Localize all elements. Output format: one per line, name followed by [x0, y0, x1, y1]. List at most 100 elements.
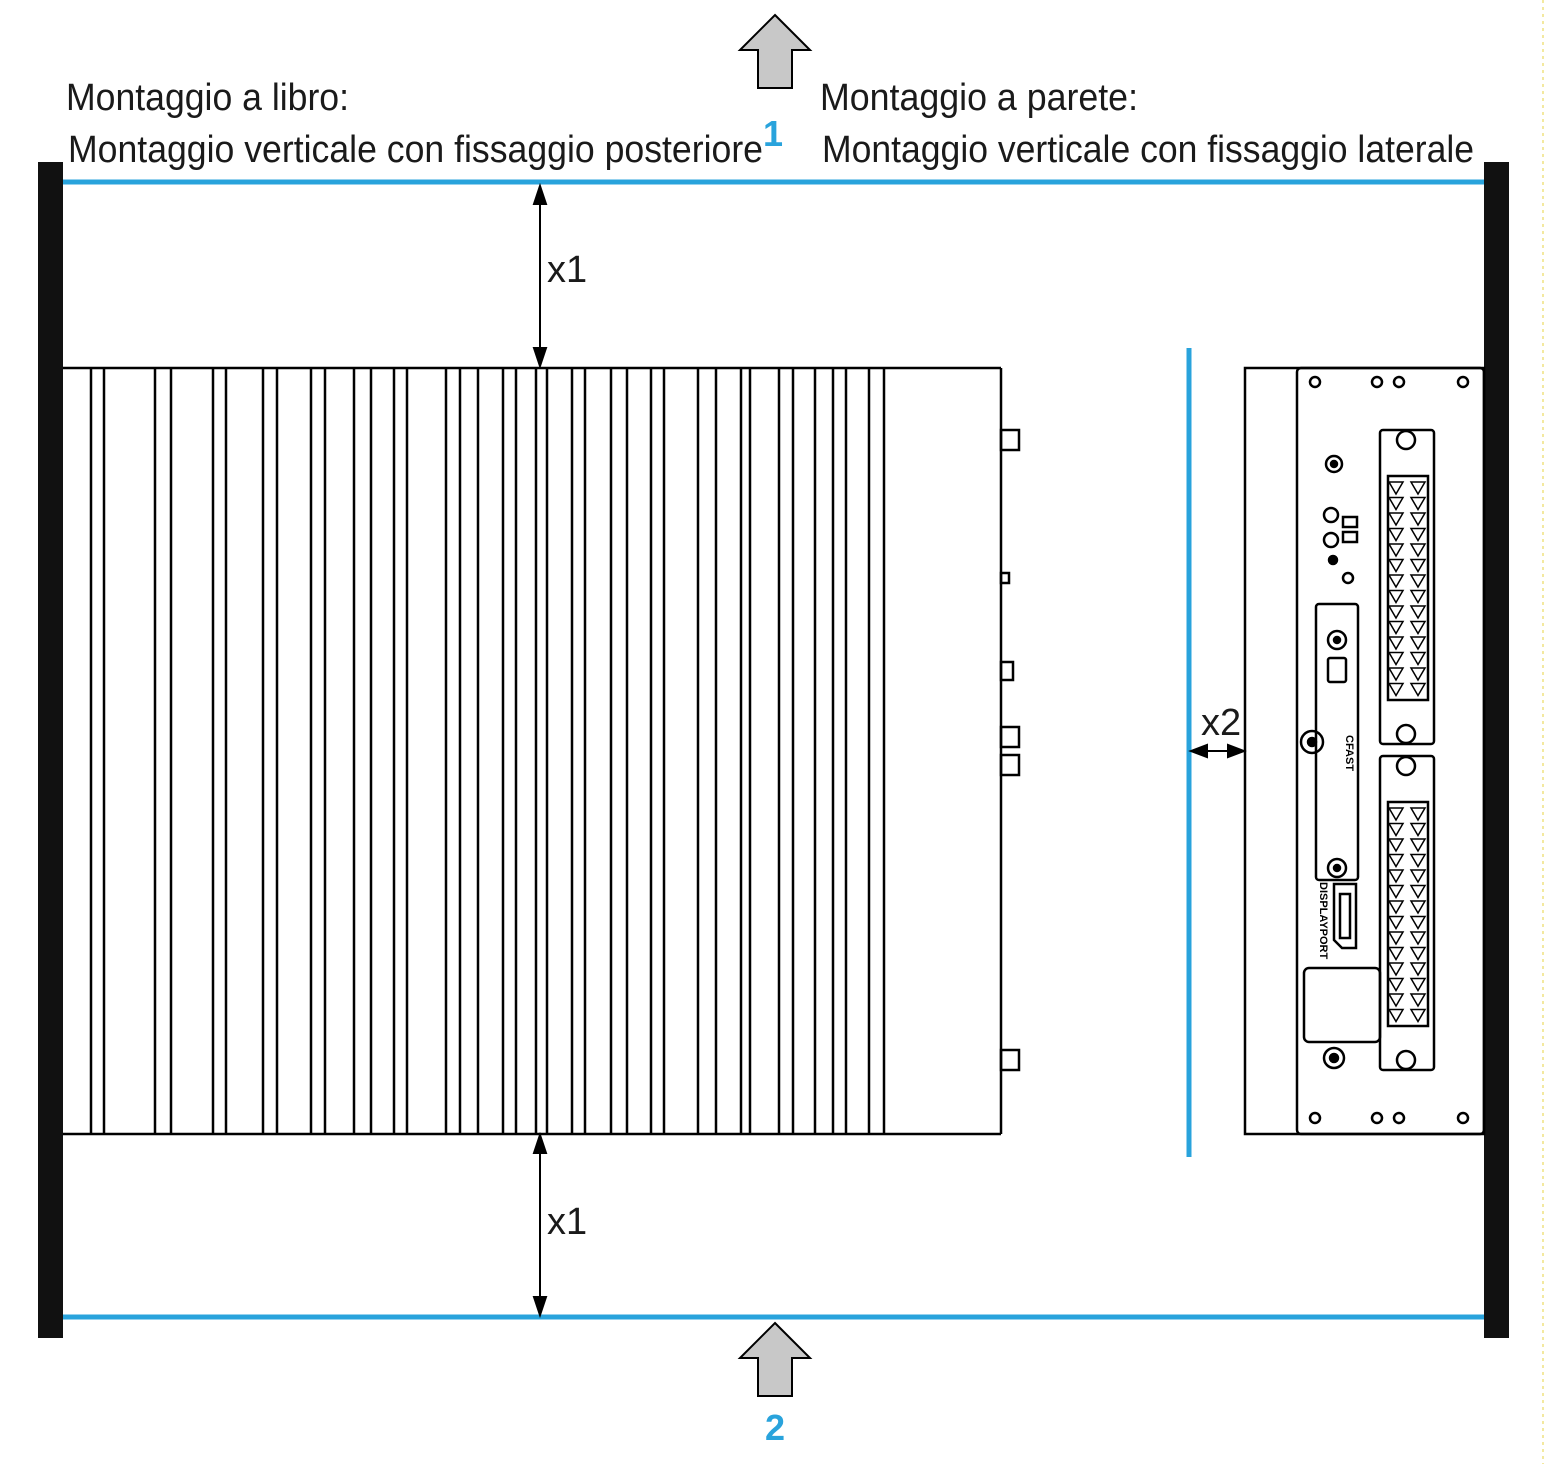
- screw-icon: [1395, 1049, 1417, 1071]
- terminal-block-lower: [1386, 800, 1430, 1028]
- terminal-contact: [1387, 946, 1405, 961]
- mounting-hole-icon: [1456, 1111, 1470, 1125]
- terminal-contact: [1387, 636, 1405, 651]
- terminal-contact: [1387, 667, 1405, 682]
- terminal-block-upper: [1386, 474, 1430, 702]
- terminal-contact: [1409, 993, 1427, 1008]
- device-side-view: [63, 366, 1021, 1136]
- screw-icon: [1299, 729, 1325, 755]
- terminal-contact: [1409, 512, 1427, 527]
- terminal-contact: [1409, 605, 1427, 620]
- mounting-holes: [1308, 375, 1470, 1125]
- screw-icon: [1395, 723, 1417, 745]
- airflow-in-number: 2: [765, 1407, 785, 1448]
- screw-icon: [1395, 429, 1417, 451]
- terminal-contact: [1409, 574, 1427, 589]
- ground-screw-icon: [1324, 454, 1344, 474]
- terminal-contact: [1409, 946, 1427, 961]
- terminal-contact: [1387, 496, 1405, 511]
- terminal-contact: [1387, 977, 1405, 992]
- heat-sink-fins: [89, 368, 886, 1134]
- terminal-contact: [1387, 807, 1405, 822]
- terminal-contact: [1409, 636, 1427, 651]
- displayport-connector-icon: [1332, 882, 1358, 950]
- terminal-contact: [1387, 527, 1405, 542]
- terminal-contact: [1387, 822, 1405, 837]
- terminal-contact: [1409, 1008, 1427, 1023]
- cfast-port-label: CFAST: [1343, 735, 1355, 771]
- displayport-port-label: DISPLAYPORT: [1317, 882, 1329, 960]
- terminal-contact: [1409, 543, 1427, 558]
- terminal-contact: [1387, 512, 1405, 527]
- airflow-out-number: 1: [763, 113, 783, 154]
- terminal-contact: [1409, 900, 1427, 915]
- terminal-contact: [1387, 931, 1405, 946]
- terminal-contact: [1387, 605, 1405, 620]
- terminal-contact: [1387, 1008, 1405, 1023]
- connector-stub: [999, 725, 1021, 749]
- connector-stub: [999, 571, 1011, 585]
- terminal-contact: [1409, 838, 1427, 853]
- book-mount-title: Montaggio a libro:: [66, 77, 349, 119]
- screw-icon: [1322, 1046, 1346, 1070]
- terminal-contact: [1409, 884, 1427, 899]
- terminal-contact: [1409, 853, 1427, 868]
- terminal-contact: [1409, 682, 1427, 697]
- status-switch-icon: [1341, 515, 1359, 529]
- terminal-contact: [1409, 915, 1427, 930]
- terminal-contact: [1409, 931, 1427, 946]
- usb-port-icon: [1326, 656, 1348, 684]
- terminal-contact: [1387, 651, 1405, 666]
- terminal-contact: [1387, 962, 1405, 977]
- terminal-contact: [1387, 900, 1405, 915]
- terminal-contact: [1409, 481, 1427, 496]
- terminal-contact: [1387, 543, 1405, 558]
- airflow-in-arrow-icon: [737, 1321, 813, 1397]
- side-clearance-label: x2: [1201, 702, 1241, 744]
- led-indicator-icon: [1322, 531, 1340, 549]
- airflow-out-arrow-icon: [737, 13, 813, 89]
- terminal-contact: [1409, 651, 1427, 666]
- terminal-contact: [1387, 853, 1405, 868]
- terminal-contact: [1409, 667, 1427, 682]
- terminal-contact: [1387, 481, 1405, 496]
- terminal-contact: [1409, 962, 1427, 977]
- terminal-contact: [1409, 558, 1427, 573]
- terminal-contact: [1387, 620, 1405, 635]
- mounting-hole-icon: [1370, 375, 1384, 389]
- status-switch-icon: [1341, 530, 1359, 544]
- screw-icon: [1395, 755, 1417, 777]
- terminal-contact: [1387, 915, 1405, 930]
- terminal-contact: [1409, 620, 1427, 635]
- terminal-contact: [1387, 682, 1405, 697]
- terminal-contact: [1409, 527, 1427, 542]
- top-dimension-arrow: [532, 182, 548, 370]
- top-clearance-label: x1: [547, 249, 587, 291]
- terminal-contact: [1409, 589, 1427, 604]
- connector-stub: [999, 428, 1021, 452]
- terminal-contact: [1387, 838, 1405, 853]
- connector-stub: [999, 660, 1015, 682]
- terminal-contact: [1387, 884, 1405, 899]
- mounting-hole-icon: [1370, 1111, 1384, 1125]
- terminal-contact: [1409, 807, 1427, 822]
- terminal-contact: [1409, 869, 1427, 884]
- side-dimension-arrow: [1188, 743, 1247, 759]
- mounting-hole-icon: [1392, 1111, 1406, 1125]
- mounting-hole-icon: [1308, 375, 1322, 389]
- terminal-contact: [1409, 822, 1427, 837]
- bottom-dimension-arrow: [532, 1131, 548, 1319]
- mounting-hole-icon: [1308, 1111, 1322, 1125]
- terminal-contacts: [1387, 481, 1427, 1023]
- wall-mount-title: Montaggio a parete:: [820, 77, 1138, 119]
- mounting-hole-icon: [1456, 375, 1470, 389]
- screw-icon: [1326, 857, 1348, 879]
- terminal-contact: [1387, 869, 1405, 884]
- connector-stub: [999, 753, 1021, 777]
- device-front-view: [1243, 366, 1486, 1136]
- terminal-contact: [1387, 574, 1405, 589]
- terminal-contact: [1387, 589, 1405, 604]
- wall-mount-description: Montaggio verticale con fissaggio latera…: [822, 129, 1474, 171]
- terminal-contact: [1409, 496, 1427, 511]
